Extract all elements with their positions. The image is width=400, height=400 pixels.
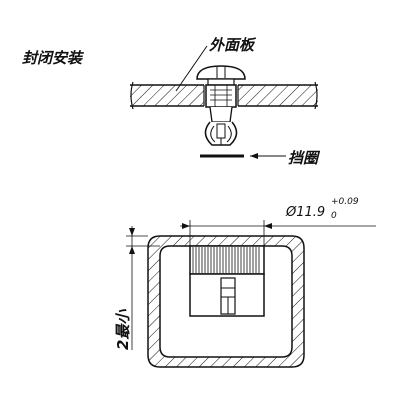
thickness-label: 2最小 [114,309,132,350]
title-label: 封闭安装 [22,49,85,67]
panel-label: 外面板 [208,36,257,54]
diameter-value: Ø11.9 [285,205,325,220]
mounting-hole-view: Ø11.9 +0.09 0 2最小 [114,197,376,368]
tolerance-upper: +0.09 [331,197,359,207]
knurled-fastener [189,245,265,317]
closed-installation-view: 外面板 挡圈 [130,36,321,167]
diameter-dimension: Ø11.9 +0.09 0 [180,197,376,246]
retainer-arrow [250,153,258,159]
retainer-label: 挡圈 [288,149,321,167]
thickness-dimension: 2最小 [114,226,160,350]
tolerance-lower: 0 [331,211,337,221]
fastener-screw [196,65,246,146]
panel-leader-line [175,45,208,92]
outer-panel [130,81,318,110]
